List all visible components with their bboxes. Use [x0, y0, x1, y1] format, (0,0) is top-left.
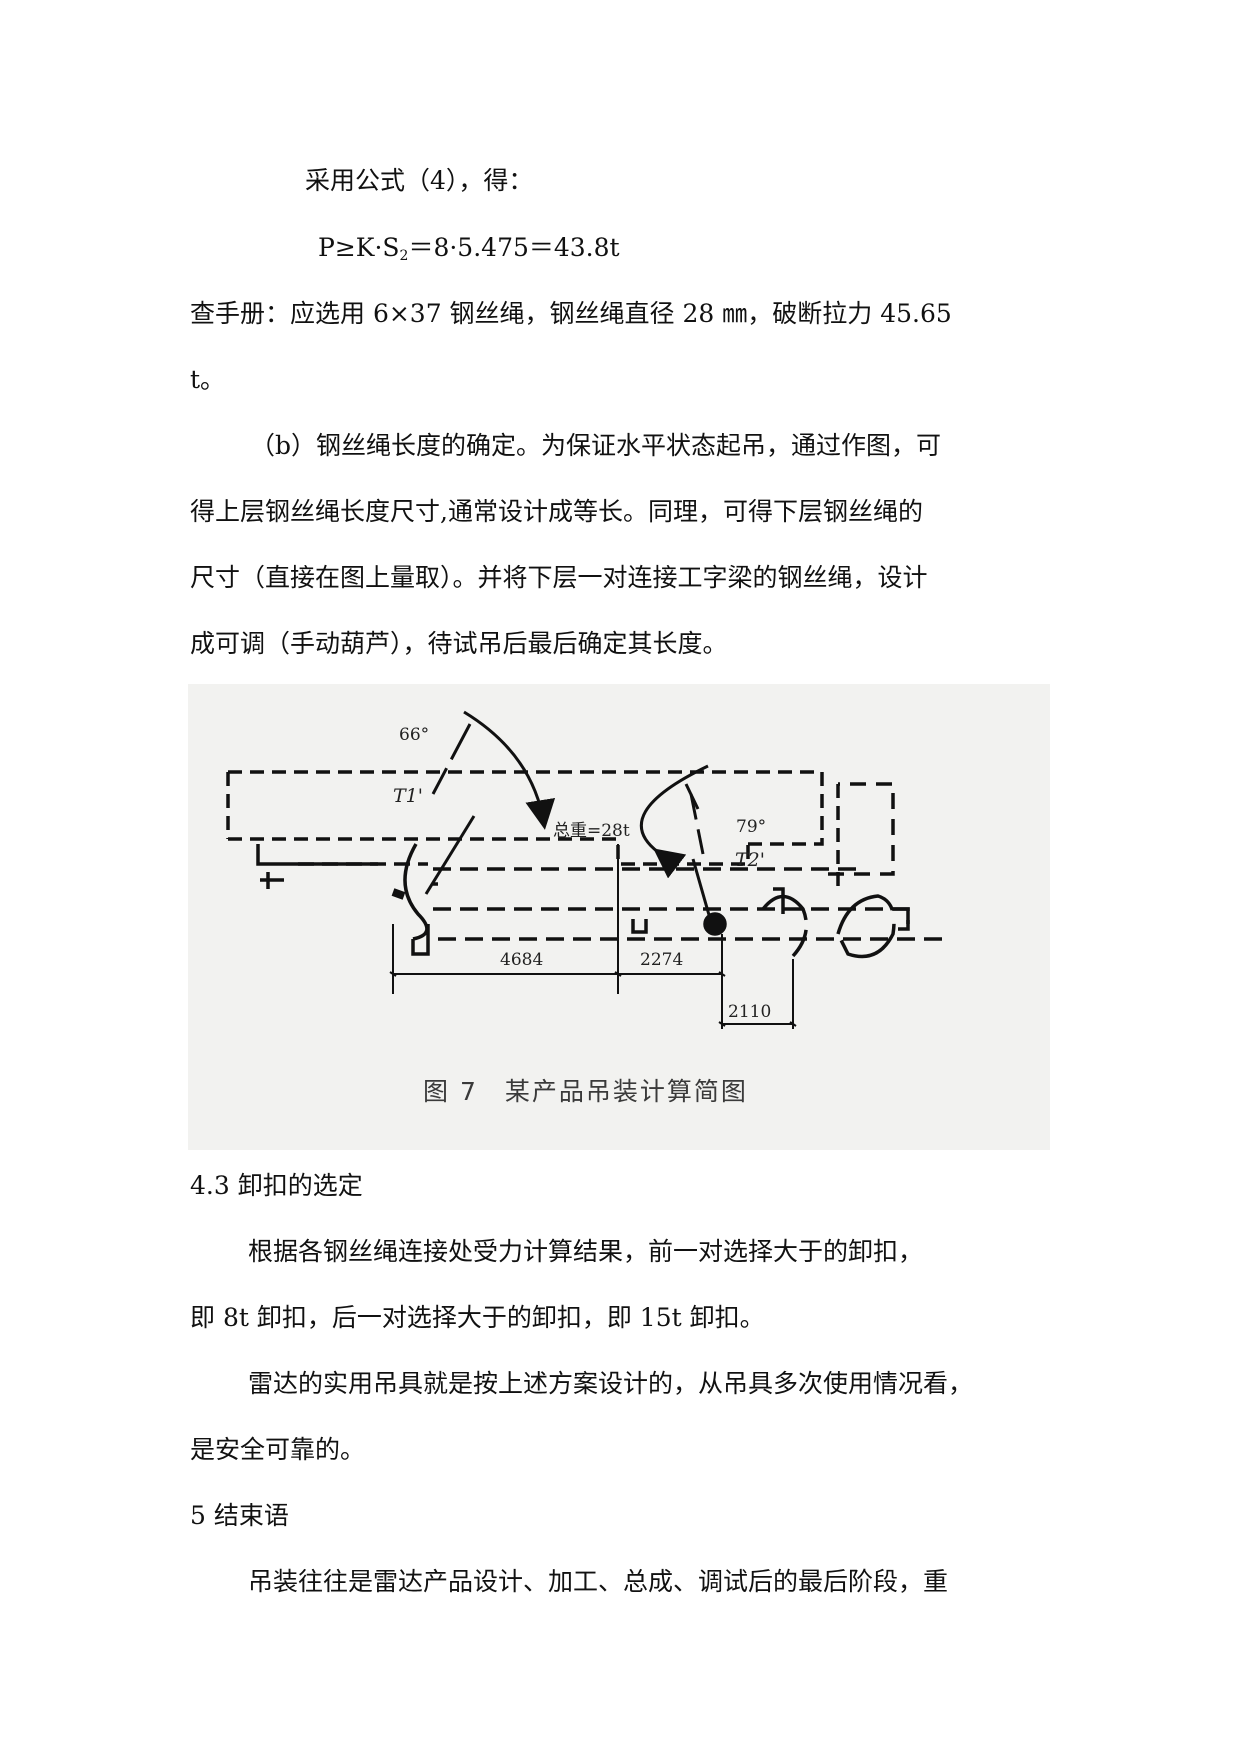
arc-right [639, 764, 709, 879]
lifting-diagram-svg: 66° T1' 总重=28t 79° T2' 4684 2274 2110 图 … [226, 710, 948, 1106]
text-line: 是安全可靠的。 [190, 1435, 366, 1464]
section-heading: 4.3 卸扣的选定 [190, 1171, 363, 1200]
text-line: 得上层钢丝绳长度尺寸,通常设计成等长。同理，可得下层钢丝绳的 [190, 497, 923, 526]
text-line: 尺寸（直接在图上量取）。并将下层一对连接工字梁的钢丝绳，设计 [190, 563, 928, 592]
formula-subscript: 2 [399, 248, 409, 264]
formula-part: ＝8·5.475＝43.8t [408, 233, 620, 262]
dimension-2274: 2274 [640, 950, 683, 970]
section-heading: 5 结束语 [190, 1501, 289, 1530]
dimension-4684: 4684 [500, 950, 543, 970]
text-line: 即 8t 卸扣，后一对选择大于的卸扣，即 15t 卸扣。 [190, 1303, 765, 1332]
dimension-2110: 2110 [728, 1002, 771, 1022]
formula-part: P≥K·S [318, 233, 400, 262]
force-right-label: T2' [735, 849, 765, 871]
angle-left-label: 66° [399, 725, 429, 745]
text-line: 查手册：应选用 6×37 钢丝绳，钢丝绳直径 28 ㎜，破断拉力 45.65 [190, 299, 952, 328]
angle-right-label: 79° [736, 817, 766, 837]
text-line: 雷达的实用吊具就是按上述方案设计的，从吊具多次使用情况看， [248, 1369, 974, 1398]
text-line: 成可调（手动葫芦），待试吊后最后确定其长度。 [190, 629, 728, 658]
text-line: t。 [190, 365, 226, 394]
force-left-label: T1' [393, 785, 423, 807]
text-line: 采用公式（4），得： [305, 166, 534, 195]
text-line: 吊装往往是雷达产品设计、加工、总成、调试后的最后阶段，重 [248, 1567, 949, 1596]
text-line: （b）钢丝绳长度的确定。为保证水平状态起吊，通过作图，可 [250, 431, 942, 460]
text-line: 根据各钢丝绳连接处受力计算结果，前一对选择大于的卸扣， [248, 1237, 924, 1266]
figure-lifting-diagram: 66° T1' 总重=28t 79° T2' 4684 2274 2110 图 … [188, 684, 1050, 1150]
shackle-right [703, 912, 727, 936]
figure-caption: 图 7 某产品吊装计算简图 [423, 1077, 748, 1106]
rope-left [424, 815, 476, 895]
arc-left [463, 710, 556, 830]
weight-label: 总重=28t [553, 821, 630, 841]
formula-line: P≥K·S2＝8·5.475＝43.8t [318, 231, 1198, 273]
body-outline [228, 770, 824, 846]
